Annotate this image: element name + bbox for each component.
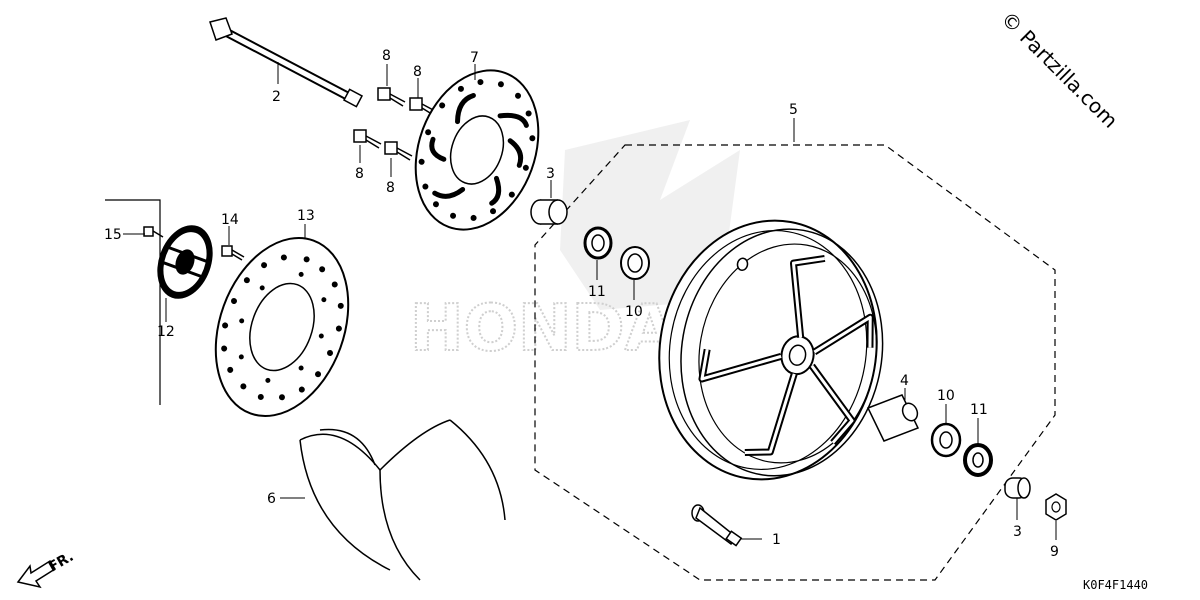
wheel-assembly-outline	[534, 144, 1056, 581]
callout-3-right: 3	[1013, 524, 1022, 540]
callout-5: 5	[789, 102, 798, 118]
dust-seal-left	[583, 226, 613, 260]
callout-3-left: 3	[546, 166, 555, 182]
collar-left	[530, 199, 568, 225]
callout-8-b: 8	[413, 64, 422, 80]
callout-8-c: 8	[355, 166, 364, 182]
bolt-8c	[353, 129, 382, 149]
brake-disc	[414, 69, 540, 231]
dust-seal-right	[963, 443, 993, 477]
callout-10-left: 10	[625, 304, 643, 320]
callout-8-a: 8	[382, 48, 391, 64]
direction-label: FR.	[46, 549, 76, 576]
callout-11-right: 11	[970, 402, 988, 418]
alt-disc-bracket	[105, 199, 161, 405]
diagram-code: K0F4F1440	[1083, 578, 1148, 592]
callout-10-right: 10	[937, 388, 955, 404]
bolt-14	[221, 245, 245, 261]
bolt-8d	[384, 141, 413, 161]
tire-valve	[691, 504, 743, 547]
axle-shaft	[209, 17, 364, 108]
alt-brake-disc	[214, 236, 350, 418]
callout-11-left: 11	[588, 284, 606, 300]
callout-15: 15	[104, 227, 122, 243]
collar-right	[1004, 477, 1031, 499]
distance-collar	[866, 394, 920, 442]
callout-7: 7	[470, 50, 479, 66]
callout-12: 12	[157, 324, 175, 340]
tire	[299, 419, 506, 581]
callout-13: 13	[297, 208, 315, 224]
callout-8-d: 8	[386, 180, 395, 196]
bearing-left	[620, 246, 650, 280]
axle-nut	[1045, 493, 1067, 521]
leader-lines	[123, 62, 1057, 540]
bolt-15	[143, 226, 164, 238]
callout-labels: 1 2 3 3 4 5 6 7 8 8 8 8 9 10 10 11 11 12…	[104, 48, 1059, 560]
callout-9: 9	[1050, 544, 1059, 560]
disc-bolts	[353, 87, 438, 161]
partzilla-watermark: © Partzilla.com	[996, 7, 1122, 133]
front-wheel	[658, 219, 884, 481]
front-direction-arrow: FR.	[16, 549, 76, 589]
callout-2: 2	[272, 89, 281, 105]
callout-1: 1	[772, 532, 781, 548]
bearing-right	[930, 422, 962, 458]
bolt-8a	[377, 87, 406, 107]
callout-4: 4	[900, 373, 909, 389]
disc-carrier	[157, 225, 213, 299]
honda-watermark-text: HONDA	[410, 292, 675, 366]
callout-14: 14	[221, 212, 239, 228]
callout-6: 6	[267, 491, 276, 507]
